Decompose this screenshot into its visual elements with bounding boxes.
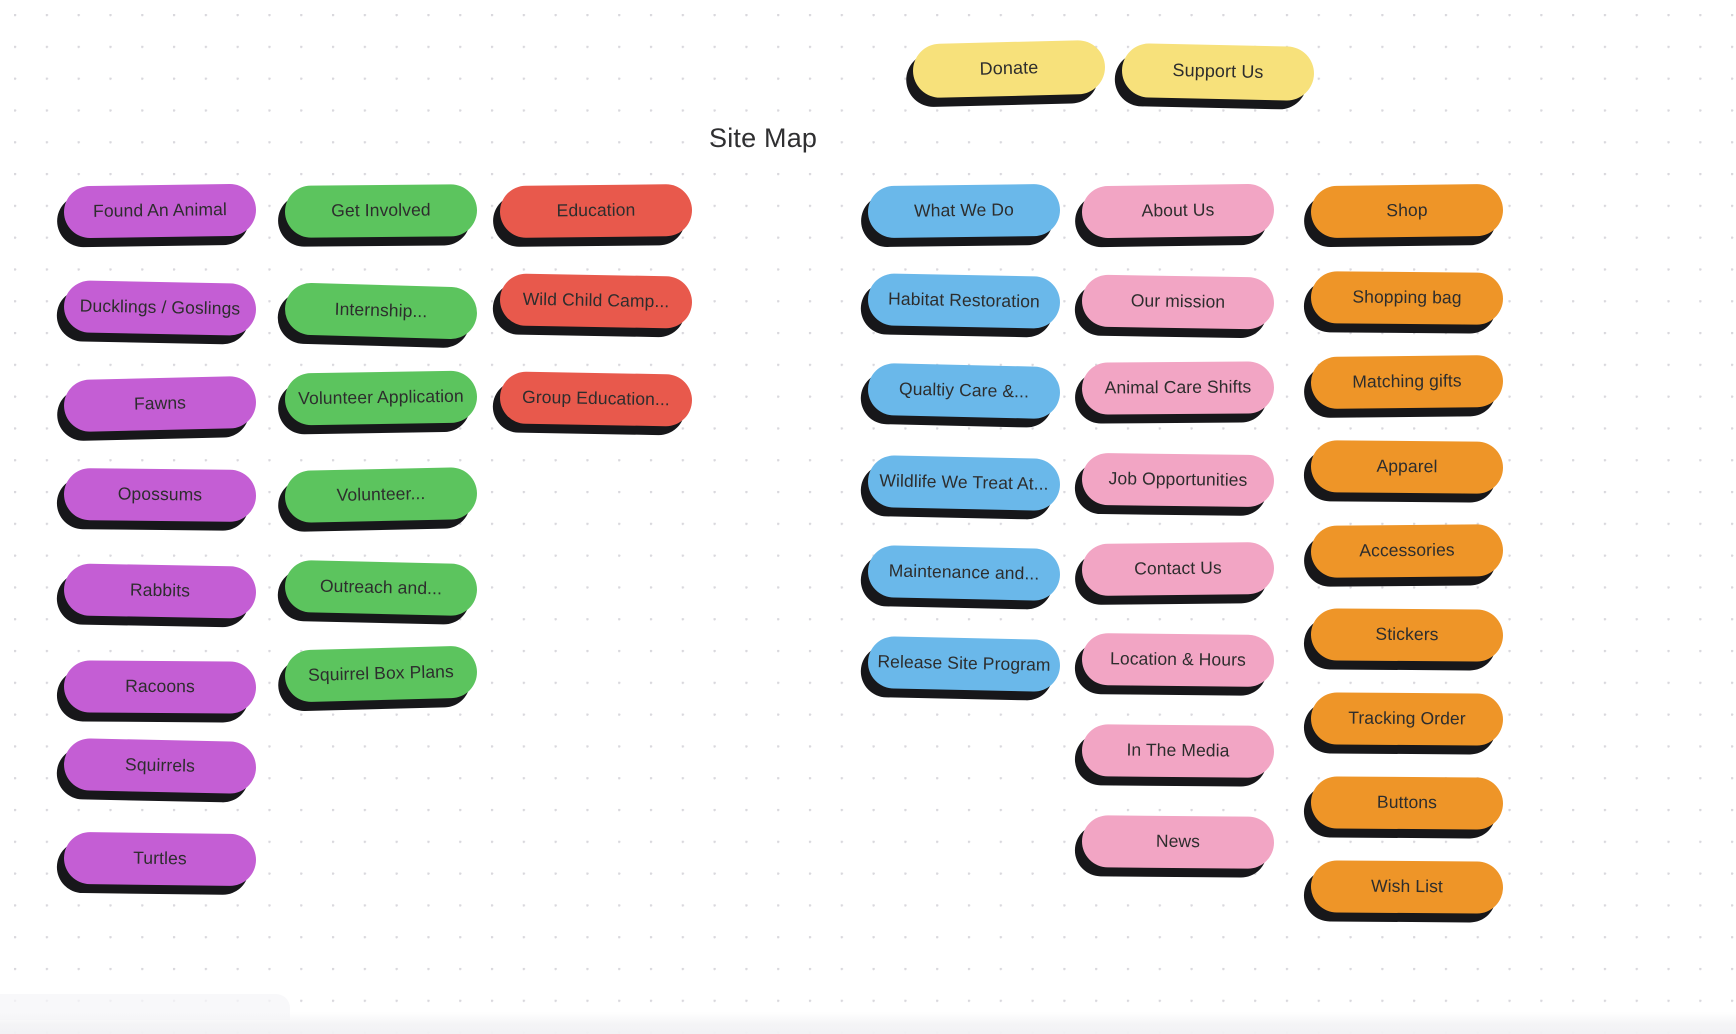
node-label: Apparel: [1376, 456, 1438, 477]
node-internship[interactable]: Internship...: [284, 282, 478, 340]
bottom-band: [0, 1012, 1736, 1034]
node-label: Stickers: [1375, 624, 1439, 645]
node-label: Outreach and...: [319, 575, 443, 599]
node-about-us[interactable]: About Us: [1081, 183, 1275, 239]
node-label: Accessories: [1359, 539, 1455, 561]
node-label: Habitat Restoration: [887, 288, 1041, 312]
page-title: Site Map: [709, 123, 818, 153]
node-outreach-and[interactable]: Outreach and...: [284, 559, 478, 617]
node-group-education[interactable]: Group Education...: [499, 371, 693, 427]
node-what-we-do[interactable]: What We Do: [867, 183, 1061, 239]
node-label: Matching gifts: [1352, 370, 1462, 392]
node-wish-list[interactable]: Wish List: [1310, 860, 1504, 914]
node-label: Turtles: [133, 848, 187, 869]
node-label: Shop: [1386, 200, 1428, 221]
node-qualtiy-care[interactable]: Qualtiy Care &...: [867, 362, 1061, 420]
node-label: Squirrels: [124, 754, 196, 777]
node-ducklings-goslings[interactable]: Ducklings / Goslings: [63, 280, 257, 336]
node-label: Qualtiy Care &...: [898, 378, 1030, 402]
node-wildlife-we-treat-at[interactable]: Wildlife We Treat At...: [867, 454, 1061, 512]
node-turtles[interactable]: Turtles: [63, 831, 257, 887]
node-habitat-restoration[interactable]: Habitat Restoration: [867, 273, 1061, 329]
node-stickers[interactable]: Stickers: [1310, 608, 1504, 662]
node-label: Volunteer Application: [298, 386, 464, 409]
node-label: Buttons: [1376, 792, 1438, 813]
node-label: Contact Us: [1134, 557, 1222, 579]
node-label: Maintenance and...: [888, 560, 1040, 584]
node-label: Volunteer...: [336, 483, 426, 506]
node-location-hours[interactable]: Location & Hours: [1081, 632, 1275, 688]
node-label: Education: [556, 199, 636, 221]
node-label: Group Education...: [521, 387, 671, 410]
node-shopping-bag[interactable]: Shopping bag: [1310, 271, 1504, 325]
node-matching-gifts[interactable]: Matching gifts: [1310, 354, 1504, 410]
node-volunteer[interactable]: Volunteer...: [284, 466, 478, 524]
node-label: Animal Care Shifts: [1104, 376, 1252, 398]
node-label: In The Media: [1126, 739, 1230, 761]
bottom-left-band: [0, 994, 290, 1020]
node-label: Release Site Program: [877, 651, 1051, 676]
node-get-involved[interactable]: Get Involved: [284, 184, 478, 238]
node-label: Opossums: [117, 483, 203, 505]
node-in-the-media[interactable]: In The Media: [1081, 724, 1275, 778]
node-racoons[interactable]: Racoons: [63, 660, 257, 714]
node-contact-us[interactable]: Contact Us: [1081, 541, 1275, 597]
node-label: Donate: [979, 57, 1039, 79]
node-label: Get Involved: [331, 199, 431, 221]
node-label: About Us: [1141, 199, 1215, 221]
node-rabbits[interactable]: Rabbits: [63, 563, 257, 619]
node-label: News: [1155, 831, 1201, 852]
node-job-opportunities[interactable]: Job Opportunities: [1081, 452, 1275, 508]
node-label: Tracking Order: [1348, 707, 1466, 729]
node-wild-child-camp[interactable]: Wild Child Camp...: [499, 273, 693, 329]
node-label: Squirrel Box Plans: [307, 661, 455, 686]
node-label: Racoons: [125, 676, 195, 697]
node-label: Shopping bag: [1352, 286, 1462, 308]
node-buttons[interactable]: Buttons: [1310, 776, 1504, 830]
node-label: Location & Hours: [1109, 648, 1247, 671]
action-button-donate[interactable]: Donate: [912, 39, 1106, 99]
node-accessories[interactable]: Accessories: [1310, 524, 1504, 578]
node-tracking-order[interactable]: Tracking Order: [1310, 692, 1504, 746]
node-volunteer-application[interactable]: Volunteer Application: [284, 370, 478, 426]
node-squirrel-box-plans[interactable]: Squirrel Box Plans: [284, 645, 478, 703]
node-education[interactable]: Education: [499, 183, 693, 239]
node-apparel[interactable]: Apparel: [1310, 440, 1504, 494]
node-label: Rabbits: [129, 579, 191, 601]
node-label: Internship...: [334, 299, 428, 322]
node-fawns[interactable]: Fawns: [63, 375, 257, 433]
node-label: Wildlife We Treat At...: [879, 470, 1049, 495]
node-our-mission[interactable]: Our mission: [1081, 274, 1275, 330]
node-label: Support Us: [1172, 60, 1264, 83]
node-shop[interactable]: Shop: [1310, 183, 1504, 239]
node-opossums[interactable]: Opossums: [63, 467, 257, 523]
node-animal-care-shifts[interactable]: Animal Care Shifts: [1081, 361, 1275, 415]
action-button-support-us[interactable]: Support Us: [1121, 42, 1315, 102]
node-news[interactable]: News: [1081, 815, 1275, 869]
node-maintenance-and[interactable]: Maintenance and...: [867, 544, 1061, 602]
node-label: Found An Animal: [92, 199, 228, 222]
node-release-site-program[interactable]: Release Site Program: [867, 635, 1061, 693]
node-label: What We Do: [913, 199, 1015, 221]
node-squirrels[interactable]: Squirrels: [63, 737, 257, 795]
node-label: Ducklings / Goslings: [79, 295, 241, 319]
node-label: Wish List: [1370, 876, 1444, 897]
node-label: Our mission: [1130, 290, 1226, 313]
node-label: Job Opportunities: [1108, 468, 1248, 491]
node-label: Wild Child Camp...: [522, 289, 670, 312]
node-label: Fawns: [133, 392, 187, 414]
node-found-an-animal[interactable]: Found An Animal: [63, 183, 257, 239]
